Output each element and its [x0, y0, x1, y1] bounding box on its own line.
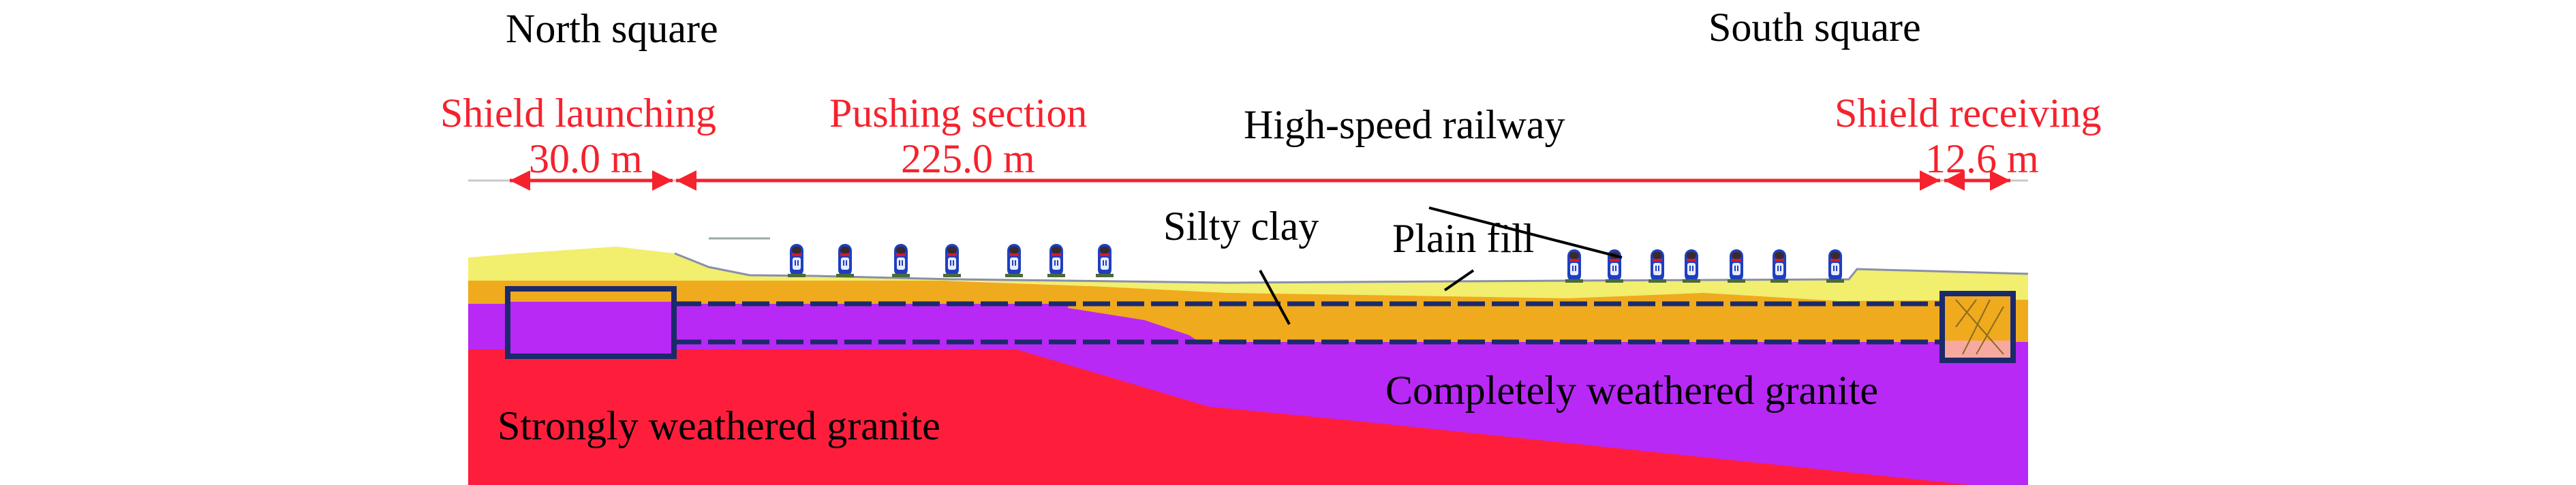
receiving-shaft-bottom	[1945, 341, 2010, 358]
train-icon	[1683, 249, 1700, 283]
train-icon	[1770, 249, 1788, 283]
strata	[468, 237, 2029, 485]
railway-leader-line	[1428, 206, 1623, 259]
stratum-completely-weathered-granite	[468, 300, 2028, 485]
pushing-section-length: 225.0 m	[901, 136, 1035, 181]
stratum-plain-fill	[468, 247, 2028, 301]
pushing-section-label: Pushing section	[829, 91, 1087, 136]
train-icon	[1649, 249, 1666, 283]
silty-clay-leader-line	[1259, 270, 1291, 325]
shield-receiving-label: Shield receiving	[1835, 91, 2102, 136]
shield-launching-label: Shield launching	[440, 91, 716, 136]
train-icon	[943, 244, 961, 277]
tunnel	[505, 286, 2016, 363]
train-icon	[1826, 249, 1844, 283]
high-speed-railway-label: High-speed railway	[1244, 102, 1565, 147]
train-icon	[1565, 249, 1583, 283]
train-icon	[836, 244, 854, 277]
train-icon	[788, 244, 806, 277]
north-square-label: North square	[506, 6, 718, 51]
completely-weathered-granite-label: Completely weathered granite	[1385, 368, 1878, 413]
plain-fill-label: Plain fill	[1392, 216, 1534, 261]
train-icon	[1096, 244, 1114, 277]
train-icon	[1047, 244, 1065, 277]
shield-receiving-length: 12.6 m	[1925, 136, 2039, 181]
launching-shaft-top-soil	[510, 292, 671, 302]
surface-line	[674, 252, 2029, 284]
plain-fill-leader-line	[1443, 269, 1475, 292]
receiving-shaft-hatching	[1955, 299, 2004, 355]
train-icon	[1728, 249, 1745, 283]
shield-launching-length: 30.0 m	[529, 136, 643, 181]
train-icon	[1005, 244, 1023, 277]
silty-clay-label: Silty clay	[1163, 204, 1319, 249]
south-square-label: South square	[1708, 5, 1921, 50]
strongly-weathered-granite-label: Strongly weathered granite	[497, 403, 940, 448]
train-icon	[892, 244, 910, 277]
high-speed-trains	[788, 244, 1844, 283]
stratum-silty-clay-right	[1068, 304, 2028, 342]
